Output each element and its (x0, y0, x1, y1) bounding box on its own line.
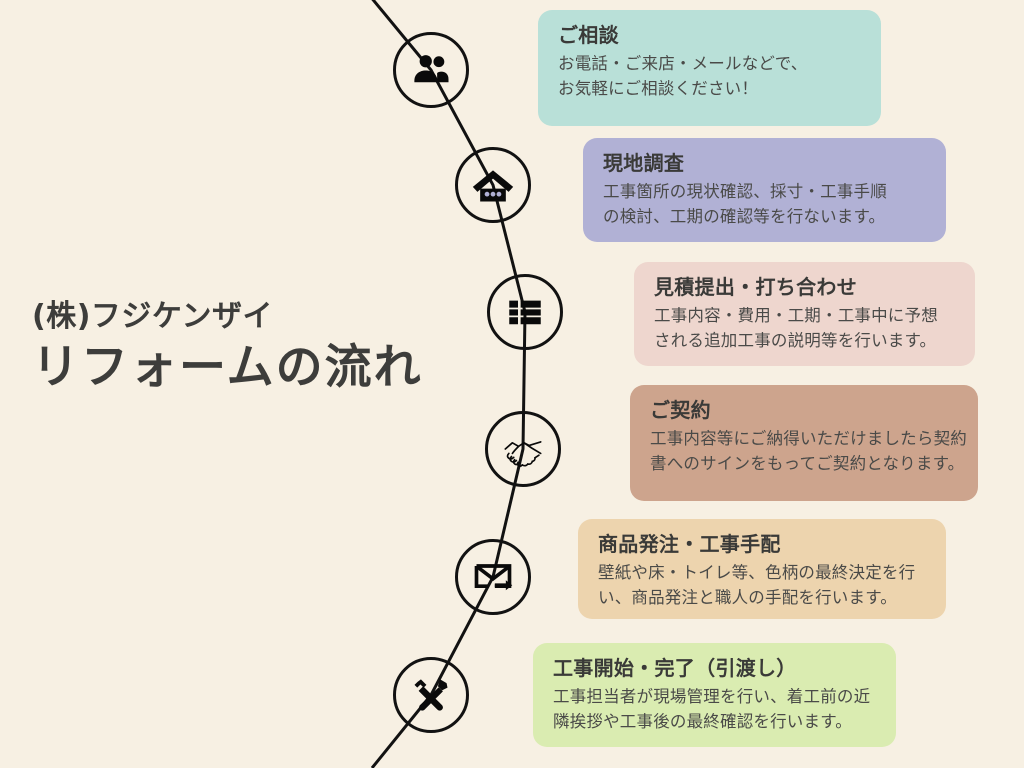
step-circle-construction-completion[interactable] (393, 657, 469, 733)
card-title: 工事開始・完了（引渡し） (553, 656, 797, 680)
step-circle-estimate-meeting[interactable] (487, 274, 563, 350)
people-icon (410, 49, 452, 91)
step-card-estimate-meeting[interactable]: 見積提出・打ち合わせ 工事内容・費用・工期・工事中に予想 される追加工事の説明等… (634, 262, 975, 366)
card-title: 見積提出・打ち合わせ (654, 275, 857, 299)
step-circle-contract[interactable] (485, 411, 561, 487)
step-card-consultation[interactable]: ご相談 お電話・ご来店・メールなどで、 お気軽にご相談ください！ (538, 10, 881, 126)
step-card-construction-completion[interactable]: 工事開始・完了（引渡し） 工事担当者が現場管理を行い、着工前の近 隣挨拶や工事後… (533, 643, 896, 747)
step-card-contract[interactable]: ご契約 工事内容等にご納得いただけましたら契約 書へのサインをもってご契約となり… (630, 385, 978, 501)
card-title: ご相談 (558, 23, 619, 47)
step-circle-site-survey[interactable] (455, 147, 531, 223)
card-body: お電話・ご来店・メールなどで、 お気軽にご相談ください！ (558, 54, 808, 99)
card-body: 工事担当者が現場管理を行い、着工前の近 隣挨拶や工事後の最終確認を行います。 (553, 687, 871, 732)
card-title: 現地調査 (603, 151, 685, 175)
handshake-icon (500, 426, 546, 472)
page-title: リフォームの流れ (32, 340, 423, 395)
card-title: 商品発注・工事手配 (598, 532, 781, 556)
card-body: 工事内容等にご納得いただけましたら契約 書へのサインをもってご契約となります。 (650, 429, 967, 474)
card-body: 工事箇所の現状確認、採寸・工事手順 の検討、工期の確認等を行ないます。 (603, 182, 887, 227)
title-block: (株)フジケンザイ リフォームの流れ (32, 300, 472, 395)
step-circle-order-arrangement[interactable] (455, 539, 531, 615)
house-icon (471, 163, 515, 207)
list-icon (504, 291, 546, 333)
envelope-send-icon (471, 555, 515, 599)
tools-icon (409, 673, 453, 717)
card-title: ご契約 (650, 398, 711, 422)
step-circle-consultation[interactable] (393, 32, 469, 108)
card-body: 工事内容・費用・工期・工事中に予想 される追加工事の説明等を行います。 (654, 306, 938, 351)
card-body: 壁紙や床・トイレ等、色柄の最終決定を行 い、商品発注と職人の手配を行います。 (598, 563, 916, 608)
step-card-order-arrangement[interactable]: 商品発注・工事手配 壁紙や床・トイレ等、色柄の最終決定を行 い、商品発注と職人の… (578, 519, 946, 619)
step-card-site-survey[interactable]: 現地調査 工事箇所の現状確認、採寸・工事手順 の検討、工期の確認等を行ないます。 (583, 138, 946, 242)
company-name: (株)フジケンザイ (32, 299, 274, 334)
